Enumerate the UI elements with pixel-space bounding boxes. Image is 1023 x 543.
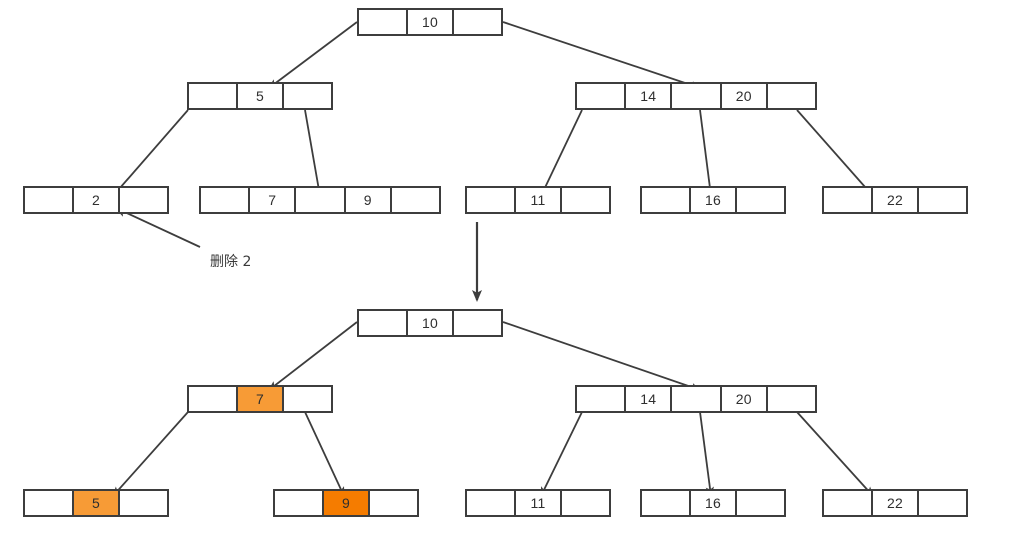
node-cell-key: 14 [624, 84, 673, 108]
node-leaf-9-after: 9 [273, 489, 419, 517]
node-cell-key: 20 [719, 84, 768, 108]
node-cell-key: 22 [870, 491, 920, 515]
node-leaf-2-before: 2 [23, 186, 169, 214]
node-cell-pointer [562, 491, 610, 515]
node-cell-pointer [391, 188, 439, 212]
node-cell-pointer [296, 188, 344, 212]
edge-right-leaf22-after [796, 411, 874, 497]
node-internal-right-after: 14 20 [575, 385, 817, 413]
edge-left-leaf9-after [304, 411, 345, 497]
node-cell-pointer [359, 311, 406, 335]
edge-root-left-after [268, 321, 358, 391]
node-cell-key: 20 [719, 387, 768, 411]
node-cell-pointer [767, 84, 815, 108]
edge-right-leaf22 [796, 109, 874, 197]
node-cell-key-highlighted: 5 [71, 491, 121, 515]
node-cell-pointer [562, 188, 610, 212]
node-cell-pointer [370, 491, 418, 515]
node-cell-key: 14 [624, 387, 673, 411]
node-leaf-11-after: 11 [465, 489, 611, 517]
node-cell-pointer [919, 491, 967, 515]
node-cell-pointer [642, 188, 689, 212]
node-cell-pointer [201, 188, 249, 212]
node-cell-pointer [275, 491, 322, 515]
node-cell-pointer [467, 491, 514, 515]
node-root-before: 10 [357, 8, 503, 36]
node-internal-left-before: 5 [187, 82, 333, 110]
node-cell-pointer [454, 10, 502, 34]
node-cell-key: 2 [71, 188, 121, 212]
node-cell-key: 16 [688, 491, 738, 515]
node-cell-pointer [284, 84, 332, 108]
node-cell-pointer [25, 491, 72, 515]
edge-right-leaf16-after [699, 411, 714, 497]
edge-left-leaf2 [112, 109, 189, 197]
node-cell-key: 22 [870, 188, 920, 212]
node-leaf-11-before: 11 [465, 186, 611, 214]
node-cell-pointer [467, 188, 514, 212]
edge-left-leaf5-after [112, 411, 189, 497]
node-leaf-22-before: 22 [822, 186, 968, 214]
node-cell-key: 9 [343, 188, 392, 212]
node-cell-pointer [737, 491, 785, 515]
node-cell-key: 5 [235, 84, 285, 108]
node-cell-pointer [767, 387, 815, 411]
node-cell-pointer [824, 188, 871, 212]
node-leaf-16-before: 16 [640, 186, 786, 214]
node-root-after: 10 [357, 309, 503, 337]
node-leaf-7-9-before: 7 9 [199, 186, 441, 214]
edge-root-left [268, 21, 358, 89]
node-cell-key-highlighted: 7 [235, 387, 285, 411]
node-cell-key: 10 [405, 10, 455, 34]
node-cell-pointer [919, 188, 967, 212]
node-cell-pointer [189, 387, 236, 411]
node-cell-key-highlighted: 9 [321, 491, 371, 515]
node-cell-key: 10 [405, 311, 455, 335]
node-cell-pointer [189, 84, 236, 108]
node-cell-pointer [120, 188, 168, 212]
node-cell-key: 11 [513, 188, 563, 212]
node-cell-pointer [359, 10, 406, 34]
node-cell-pointer [454, 311, 502, 335]
edge-left-leaf79 [304, 109, 323, 197]
annotation-label: 删除 2 [210, 254, 252, 270]
node-leaf-22-after: 22 [822, 489, 968, 517]
node-cell-pointer [642, 491, 689, 515]
node-cell-key: 7 [248, 188, 297, 212]
node-cell-pointer [672, 84, 720, 108]
edge-right-leaf11-after [540, 411, 583, 497]
node-internal-left-after: 7 [187, 385, 333, 413]
node-cell-key: 16 [688, 188, 738, 212]
node-cell-pointer [577, 84, 625, 108]
node-cell-pointer [577, 387, 625, 411]
node-cell-pointer [120, 491, 168, 515]
node-cell-pointer [672, 387, 720, 411]
edge-root-right-after [502, 321, 701, 392]
node-cell-pointer [737, 188, 785, 212]
node-leaf-5-after: 5 [23, 489, 169, 517]
edge-right-leaf11 [540, 109, 583, 197]
edge-right-leaf16 [699, 109, 715, 197]
node-cell-pointer [284, 387, 332, 411]
node-cell-key: 11 [513, 491, 563, 515]
node-cell-pointer [824, 491, 871, 515]
edge-root-right [502, 21, 701, 90]
node-leaf-16-after: 16 [640, 489, 786, 517]
node-cell-pointer [25, 188, 72, 212]
node-internal-right-before: 14 20 [575, 82, 817, 110]
